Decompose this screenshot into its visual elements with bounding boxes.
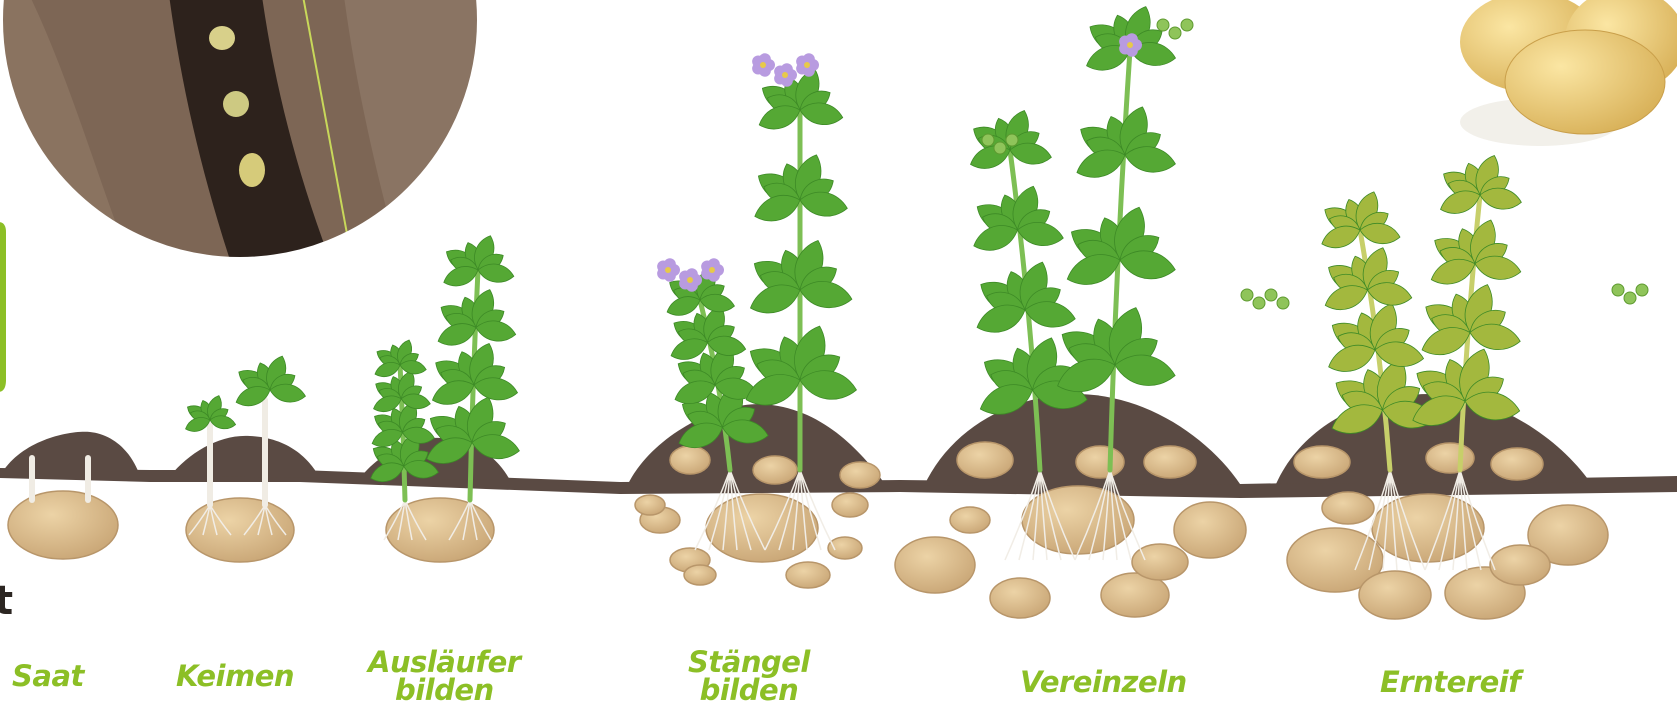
berry [1253,297,1265,309]
tuber [957,442,1013,478]
tuber [186,498,294,562]
soil-mound-saat [0,432,140,476]
stage-label-keimen: Keimen [176,662,294,690]
flower-center [687,277,693,283]
tuber [895,537,975,593]
stage-label-saat: Saat [12,662,84,690]
berry [1157,19,1169,31]
tuber [1490,545,1550,585]
tuber [706,494,818,562]
tuber [684,565,716,585]
berry [1265,289,1277,301]
flower-center [665,267,671,273]
tuber [1359,571,1431,619]
tuber [1174,502,1246,558]
berry [1169,27,1181,39]
berry [1624,292,1636,304]
berry [982,134,994,146]
tuber [950,507,990,533]
flower-center [804,62,810,68]
tuber [1144,446,1196,478]
berry [1612,284,1624,296]
stage-label-staengel: Stängel bilden [688,648,810,704]
berry [1636,284,1648,296]
tuber [1322,492,1374,524]
flower-center [1127,42,1133,48]
tuber [828,537,862,559]
stage-label-vereinzeln: Vereinzeln [1020,668,1187,696]
tuber [635,495,665,515]
tuber [1294,446,1350,478]
cut-off-letter: t [0,578,13,624]
berry [1241,289,1253,301]
flower-center [760,62,766,68]
berry [1277,297,1289,309]
seed-potato-photo [0,0,480,260]
tuber [1426,443,1474,473]
side-accent-bar [0,222,6,392]
stage-label-erntereif: Erntereif [1380,668,1520,696]
tuber [1491,448,1543,480]
tuber [840,462,880,488]
flower-center [782,72,788,78]
stage-label-auslaeufer: Ausläufer bilden [368,648,521,704]
tuber [1076,446,1124,478]
tuber [990,578,1050,618]
tuber [786,562,830,588]
tuber [670,446,710,474]
berry [994,142,1006,154]
berry [1181,19,1193,31]
tuber [832,493,868,517]
tuber [753,456,797,484]
flower-center [709,267,715,273]
tuber [8,491,118,559]
potatoes-photo [1460,0,1677,146]
berry [1006,134,1018,146]
soil-mound-keimen [170,436,320,478]
